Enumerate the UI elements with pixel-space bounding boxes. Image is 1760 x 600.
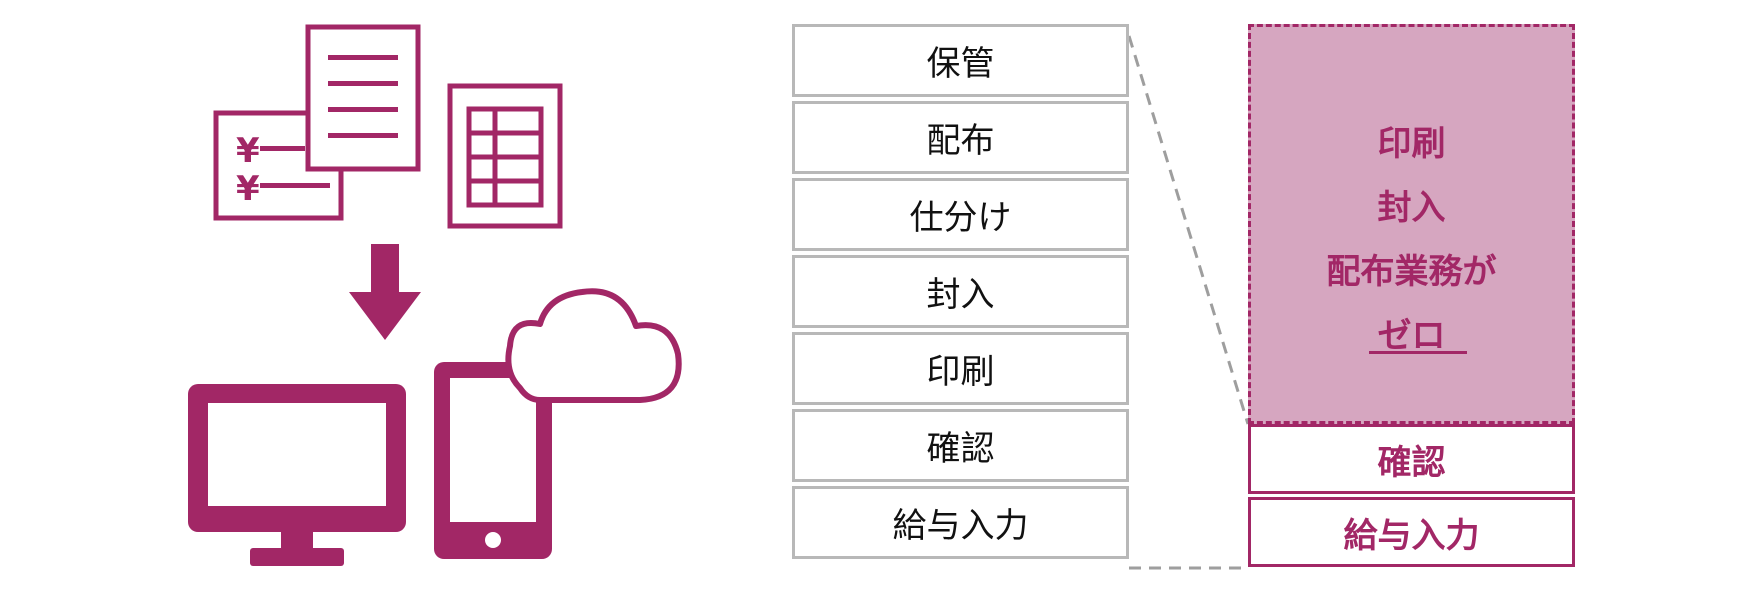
cloud-icon [505, 288, 682, 403]
step-storage: 保管 [792, 24, 1129, 97]
step-payroll-input: 給与入力 [792, 486, 1129, 559]
step-enclosing: 封入 [792, 255, 1129, 328]
smartphone-icon [434, 362, 552, 559]
eliminated-distribution: 配布業務が [1326, 252, 1497, 292]
step-distribution: 配布 [792, 101, 1129, 174]
eliminated-enclosing: 封入 [1377, 188, 1446, 228]
step-printing: 印刷 [792, 332, 1129, 405]
yen-icon: ¥ [236, 131, 260, 171]
eliminated-printing: 印刷 [1377, 124, 1446, 164]
spreadsheet-document-icon [447, 83, 563, 229]
eliminated-tasks-box: 印刷 封入 配布業務が ゼロ [1248, 24, 1575, 424]
zero-label: ゼロ [1377, 316, 1446, 356]
yen-icon: ¥ [236, 169, 260, 209]
step-checking: 確認 [792, 409, 1129, 482]
step-sorting: 仕分け [792, 178, 1129, 251]
arrow-down-icon [349, 244, 421, 340]
text-document-icon [305, 24, 421, 172]
paper-to-digital-illustration: ¥ ¥ [188, 24, 682, 566]
remaining-step-checking: 確認 [1248, 424, 1575, 494]
zero-underline [1369, 351, 1467, 354]
remaining-step-payroll-input: 給与入力 [1248, 497, 1575, 567]
monitor-icon [188, 384, 406, 566]
